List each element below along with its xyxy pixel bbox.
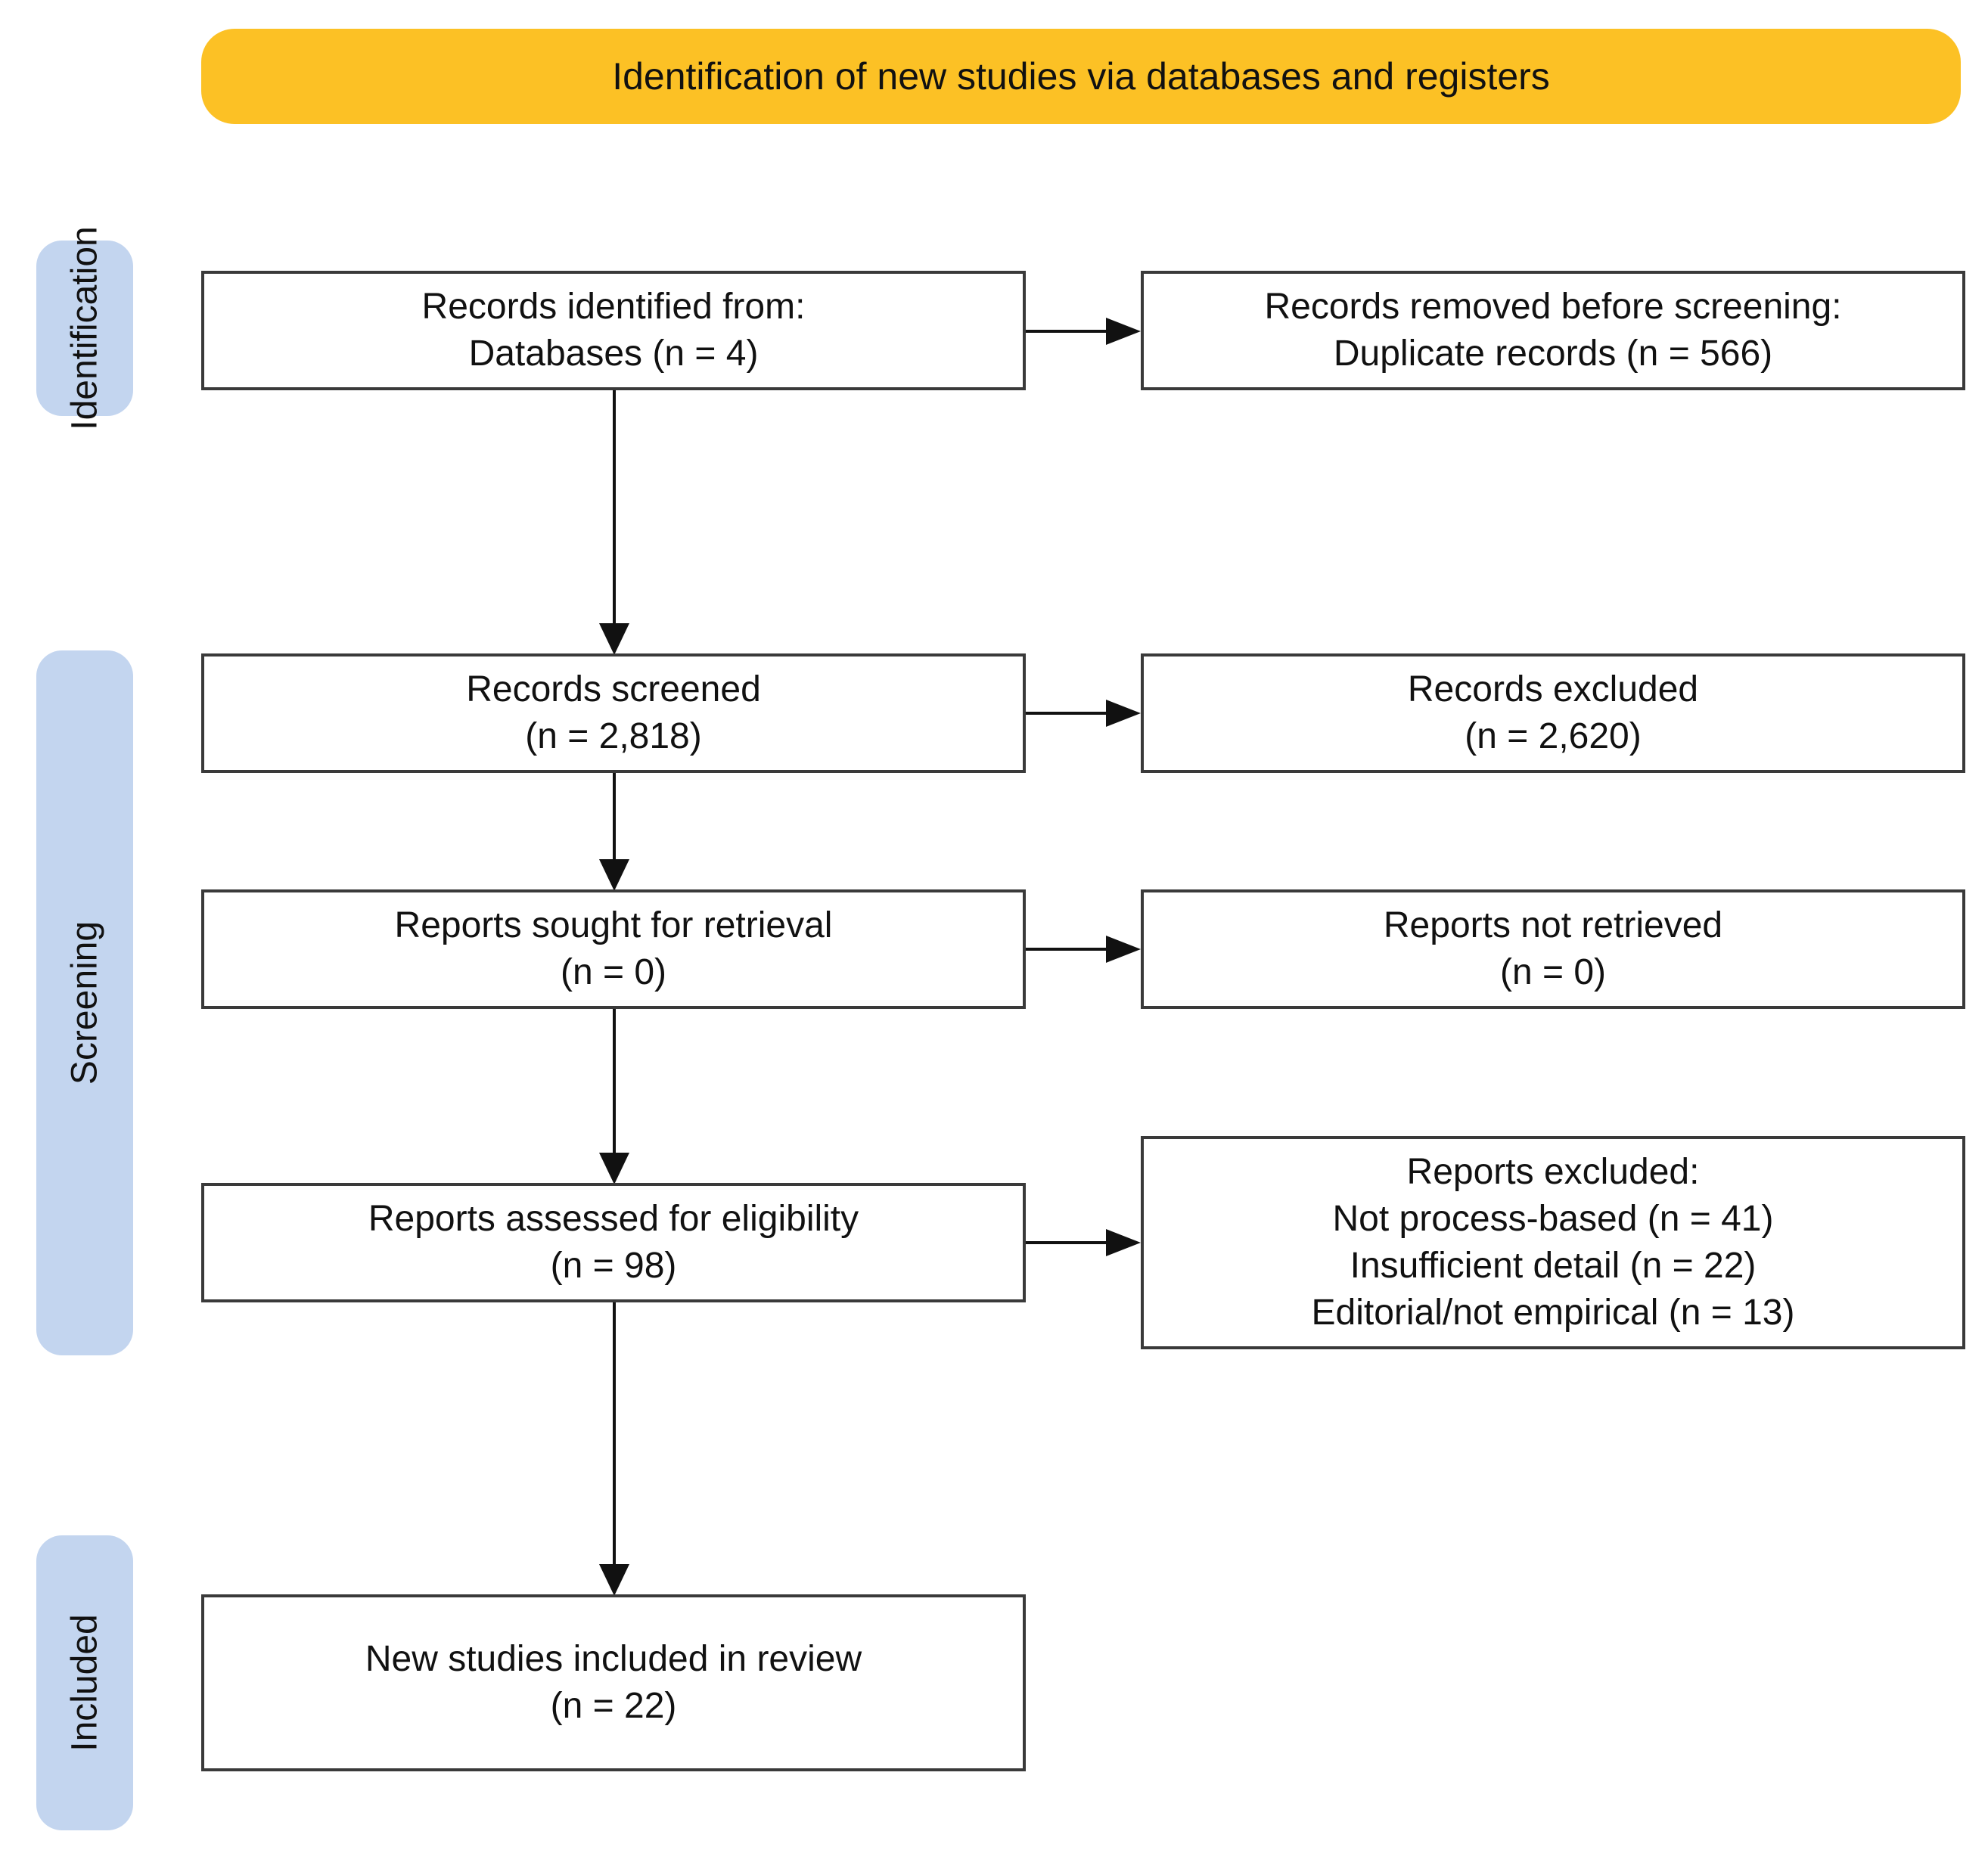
box-reports-sought: Reports sought for retrieval (n = 0) xyxy=(201,889,1026,1009)
arrowhead-down-2 xyxy=(599,859,629,891)
reports-excluded-line2: Not process-based (n = 41) xyxy=(1332,1199,1774,1239)
reports-not-retrieved-line2: (n = 0) xyxy=(1499,952,1607,992)
phase-screening: Screening xyxy=(36,650,133,1355)
reports-excluded-line3: Insufficient detail (n = 22) xyxy=(1350,1246,1757,1286)
arrowhead-right-4 xyxy=(1106,1229,1141,1256)
phase-screening-label: Screening xyxy=(64,920,105,1085)
box-reports-excluded: Reports excluded: Not process-based (n =… xyxy=(1141,1136,1965,1349)
phase-identification: Identification xyxy=(36,226,133,430)
reports-not-retrieved-line1: Reports not retrieved xyxy=(1383,905,1723,945)
records-screened-line1: Records screened xyxy=(466,669,761,709)
arrowhead-down-1 xyxy=(599,623,629,655)
reports-sought-line2: (n = 0) xyxy=(560,952,667,992)
records-removed-line1: Records removed before screening: xyxy=(1264,287,1842,327)
box-studies-included: New studies included in review (n = 22) xyxy=(201,1594,1026,1771)
phase-identification-label: Identification xyxy=(64,226,105,430)
header-banner: Identification of new studies via databa… xyxy=(201,29,1961,124)
arrowhead-right-1 xyxy=(1106,318,1141,345)
arrowhead-down-3 xyxy=(599,1153,629,1184)
records-removed-line2: Duplicate records (n = 566) xyxy=(1333,334,1773,374)
records-identified-line1: Records identified from: xyxy=(421,287,806,327)
reports-excluded-line1: Reports excluded: xyxy=(1406,1152,1700,1192)
arrowhead-right-2 xyxy=(1106,700,1141,727)
records-identified-line2: Databases (n = 4) xyxy=(468,334,759,374)
studies-included-line1: New studies included in review xyxy=(365,1639,862,1679)
records-excluded-line1: Records excluded xyxy=(1407,669,1699,709)
header-title: Identification of new studies via databa… xyxy=(612,55,1550,98)
box-reports-assessed: Reports assessed for eligibility (n = 98… xyxy=(201,1183,1026,1302)
reports-assessed-line2: (n = 98) xyxy=(550,1246,677,1286)
records-screened-line2: (n = 2,818) xyxy=(525,716,702,756)
box-reports-not-retrieved: Reports not retrieved (n = 0) xyxy=(1141,889,1965,1009)
studies-included-line2: (n = 22) xyxy=(550,1686,677,1726)
box-records-screened: Records screened (n = 2,818) xyxy=(201,653,1026,773)
box-records-excluded: Records excluded (n = 2,620) xyxy=(1141,653,1965,773)
records-excluded-line2: (n = 2,620) xyxy=(1465,716,1642,756)
phase-included: Included xyxy=(36,1535,133,1830)
box-records-identified: Records identified from: Databases (n = … xyxy=(201,271,1026,390)
arrowhead-down-4 xyxy=(599,1564,629,1596)
phase-included-label: Included xyxy=(64,1614,105,1752)
box-records-removed: Records removed before screening: Duplic… xyxy=(1141,271,1965,390)
reports-sought-line1: Reports sought for retrieval xyxy=(394,905,833,945)
arrowhead-right-3 xyxy=(1106,936,1141,963)
reports-assessed-line1: Reports assessed for eligibility xyxy=(368,1199,859,1239)
reports-excluded-line4: Editorial/not empirical (n = 13) xyxy=(1311,1293,1795,1333)
